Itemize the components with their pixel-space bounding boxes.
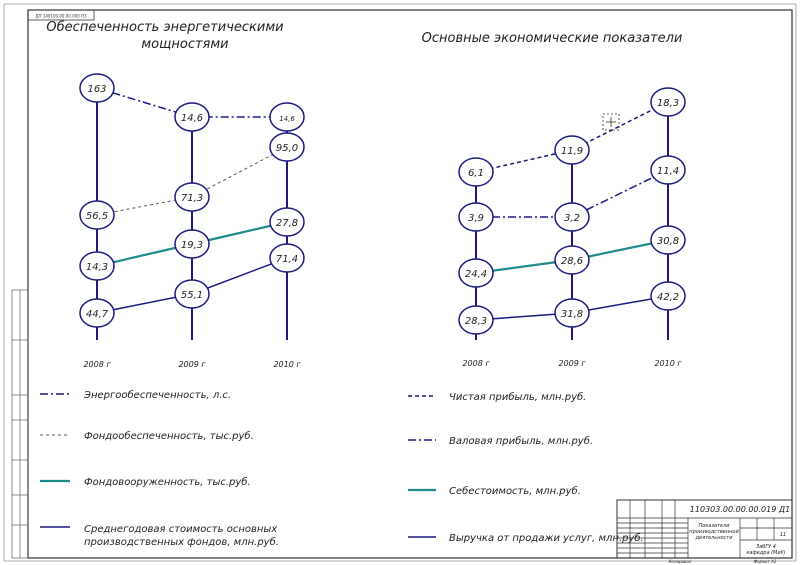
left-legend-avg-cost-line2: производственных фондов, млн.руб. [84, 536, 279, 548]
svg-text:71,4: 71,4 [276, 254, 298, 265]
left-node-avg-cost-2009: 55,1 [174, 279, 210, 309]
left-year-2008: 2008 г [83, 360, 111, 369]
svg-text:28,3: 28,3 [465, 316, 487, 327]
svg-text:27,8: 27,8 [276, 218, 298, 229]
right-node-gross-profit-2010: 11,4 [650, 155, 686, 185]
top-stamp-box [27, 9, 95, 21]
svg-text:42,2: 42,2 [657, 292, 679, 303]
svg-text:56,5: 56,5 [86, 211, 108, 222]
svg-text:14,6: 14,6 [279, 115, 295, 123]
left-legend-fondovoor: Фондовооруженность, тыс.руб. [84, 476, 251, 488]
left-node-avg-cost-2010: 71,4 [269, 243, 305, 273]
svg-text:6,1: 6,1 [468, 168, 484, 179]
left-year-2010: 2010 г [273, 360, 301, 369]
right-node-gross-profit-2009: 3,2 [554, 202, 590, 232]
right-node-gross-profit-2008: 3,9 [458, 202, 494, 232]
svg-text:3,2: 3,2 [564, 213, 580, 224]
svg-text:11,9: 11,9 [561, 146, 583, 157]
left-year-2009: 2009 г [178, 360, 206, 369]
right-node-revenue-2010: 42,2 [650, 281, 686, 311]
left-node-fondovoor-2009: 19,3 [174, 229, 210, 259]
left-node-energy-2008: 163 [79, 73, 115, 103]
right-chart-title: Основные экономические показатели [422, 31, 683, 46]
left-legend-energy: Энергообеспеченность, л.с. [83, 389, 231, 401]
left-node-fondo-obesp-2009: 71,3 [174, 182, 210, 212]
svg-text:44,7: 44,7 [86, 309, 109, 320]
left-node-fondo-obesp-2008: 56,5 [79, 200, 115, 230]
left-node-fondovoor-2008: 14,3 [79, 251, 115, 281]
title-block-org-line1: ЗабГУ 4 [756, 544, 776, 550]
right-node-revenue-2008: 28,3 [458, 305, 494, 335]
left-node-energy-2010: 14,6 [269, 102, 305, 132]
svg-text:31,8: 31,8 [561, 309, 583, 320]
title-block-name-line3: деятельности [695, 535, 734, 541]
right-legend-cost: Себестоимость, млн.руб. [449, 485, 581, 497]
right-legend-revenue: Выручка от продажи услуг, млн.руб. [449, 532, 644, 544]
right-node-cost-2010: 30,8 [650, 225, 686, 255]
right-node-revenue-2009: 31,8 [554, 298, 590, 328]
right-legend-gross-profit: Валовая прибыль, млн.руб. [449, 435, 593, 447]
title-block-sheet: 11 [780, 532, 786, 538]
svg-text:55,1: 55,1 [181, 290, 203, 301]
title-block-format: Формат А1 [754, 559, 777, 564]
left-chart-title-line1: Обеспеченность энергетическими [46, 20, 283, 35]
right-node-cost-2009: 28,6 [554, 245, 590, 275]
right-year-2008: 2008 г [462, 359, 490, 368]
svg-text:24,4: 24,4 [465, 269, 487, 280]
svg-text:30,8: 30,8 [657, 236, 679, 247]
inner-frame [27, 9, 793, 559]
svg-text:3,9: 3,9 [468, 213, 484, 224]
svg-text:95,0: 95,0 [276, 143, 298, 154]
left-node-avg-cost-2008: 44,7 [79, 298, 115, 328]
right-node-net-profit-2008: 6,1 [458, 157, 494, 187]
right-node-net-profit-2010: 18,3 [650, 87, 686, 117]
title-block [616, 499, 793, 559]
crosshair-marker [602, 113, 620, 131]
title-block-copied: Копировал [669, 559, 692, 564]
svg-text:14,3: 14,3 [86, 262, 108, 273]
right-node-net-profit-2009: 11,9 [554, 135, 590, 165]
outer-border [3, 3, 797, 562]
left-node-fondo-obesp-2010: 95,0 [269, 132, 305, 162]
svg-text:18,3: 18,3 [657, 98, 679, 109]
right-legend-net-profit: Чистая прибыль, млн.руб. [449, 391, 586, 403]
title-block-org-line2: кафедра (МиУ) [746, 550, 785, 556]
left-legend-avg-cost-line1: Среднегодовая стоимость основных [84, 524, 277, 535]
svg-text:11,4: 11,4 [657, 166, 679, 177]
svg-text:14,6: 14,6 [181, 113, 203, 124]
top-stamp-code: ДП 140100.00.00.000 ПЗ [35, 14, 87, 19]
title-block-code: 110303.00.00.00.019 Д1 [690, 505, 790, 514]
title-block-name-line1: Показатели [698, 523, 730, 529]
svg-text:19,3: 19,3 [181, 240, 203, 251]
title-block-name-line2: производственной [689, 529, 739, 535]
left-chart-title-line2: мощностями [141, 37, 228, 52]
left-legend-fondo-obesp: Фондообеспеченность, тыс.руб. [84, 430, 254, 442]
left-node-fondovoor-2010: 27,8 [269, 207, 305, 237]
right-year-2009: 2009 г [558, 359, 586, 368]
binding-strip [11, 289, 29, 559]
right-node-cost-2008: 24,4 [458, 258, 494, 288]
svg-text:28,6: 28,6 [561, 256, 583, 267]
svg-text:71,3: 71,3 [181, 193, 203, 204]
left-node-energy-2009: 14,6 [174, 102, 210, 132]
right-year-2010: 2010 г [654, 359, 682, 368]
svg-text:163: 163 [87, 84, 106, 95]
